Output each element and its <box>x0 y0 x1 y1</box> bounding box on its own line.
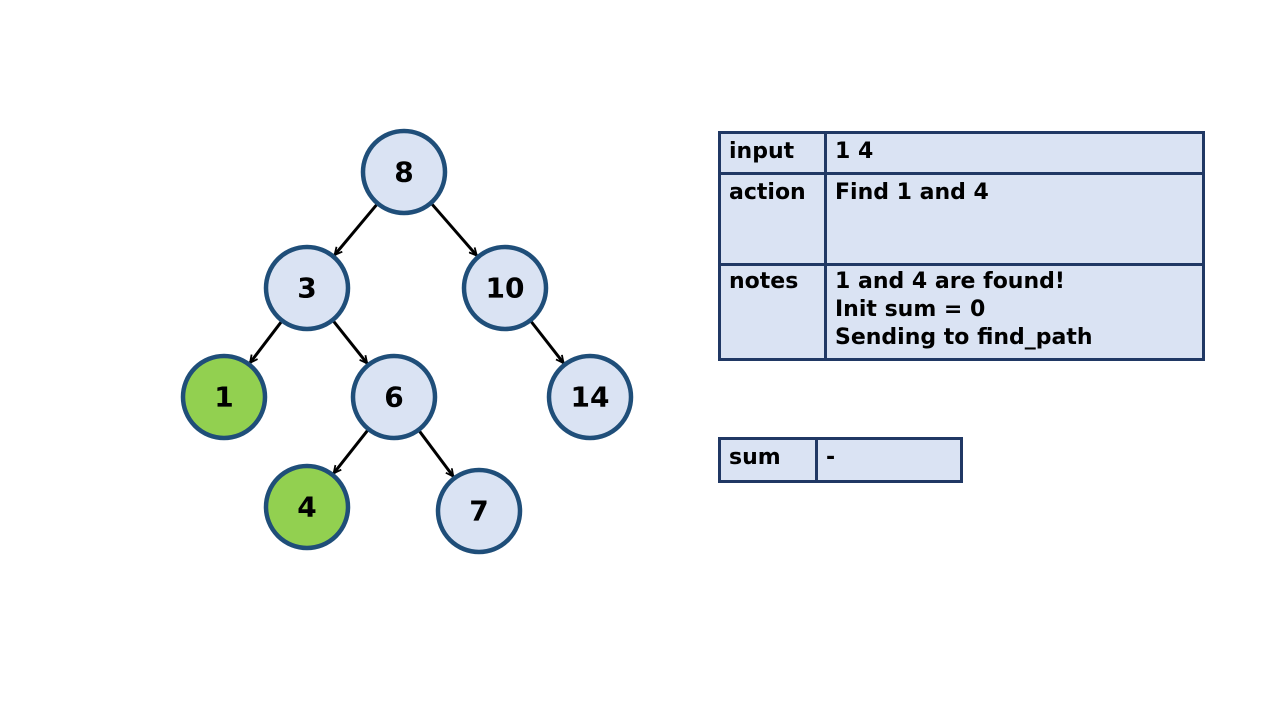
node-label: 7 <box>469 495 488 528</box>
node-circle <box>263 244 351 332</box>
node-label: 3 <box>297 272 316 305</box>
tree-node-7: 7 <box>435 467 523 555</box>
edge-n3-n1 <box>250 320 283 362</box>
node-circle <box>360 128 448 216</box>
tree-node-14: 14 <box>546 353 634 441</box>
sum-table: sum - <box>718 437 963 483</box>
input-value: 1 4 <box>824 131 1205 175</box>
state-row-action: action Find 1 and 4 <box>718 172 1205 266</box>
node-circle <box>350 353 438 441</box>
node-label: 10 <box>486 272 525 305</box>
node-circle <box>435 467 523 555</box>
tree-node-8: 8 <box>360 128 448 216</box>
tree-node-3: 3 <box>263 244 351 332</box>
input-key: input <box>718 131 827 175</box>
tree-edges <box>250 202 564 477</box>
sum-row: sum - <box>718 437 963 483</box>
node-label: 8 <box>394 156 413 189</box>
notes-value: 1 and 4 are found! Init sum = 0 Sending … <box>824 263 1205 361</box>
node-circle <box>263 463 351 551</box>
note-line-sending: Sending to find_path <box>835 325 1093 350</box>
node-label: 4 <box>297 491 316 524</box>
notes-key: notes <box>718 263 827 361</box>
sum-value: - <box>815 437 963 483</box>
state-row-input: input 1 4 <box>718 131 1205 175</box>
node-label: 14 <box>571 381 610 414</box>
node-label: 6 <box>384 381 403 414</box>
state-row-notes: notes 1 and 4 are found! Init sum = 0 Se… <box>718 263 1205 361</box>
edge-n3-n6 <box>332 319 367 364</box>
tree-node-10: 10 <box>461 244 549 332</box>
action-value: Find 1 and 4 <box>824 172 1205 266</box>
tree-node-4: 4 <box>263 463 351 551</box>
state-table: input 1 4 action Find 1 and 4 notes 1 an… <box>718 131 1205 361</box>
note-line-init-sum: Init sum = 0 <box>835 297 986 322</box>
action-key: action <box>718 172 827 266</box>
edge-n8-n10 <box>430 202 477 256</box>
node-circle <box>180 353 268 441</box>
node-circle <box>461 244 549 332</box>
node-circle <box>546 353 634 441</box>
sum-key: sum <box>718 437 818 483</box>
edge-n10-n14 <box>529 320 564 363</box>
tree-node-1: 1 <box>180 353 268 441</box>
note-line-found: 1 and 4 are found! <box>835 269 1065 294</box>
tree-node-6: 6 <box>350 353 438 441</box>
edge-n6-n7 <box>417 429 453 477</box>
edge-n8-n3 <box>335 203 379 255</box>
tree-nodes: 8 3 10 1 6 14 4 7 <box>180 128 634 555</box>
edge-n6-n4 <box>334 429 370 473</box>
node-label: 1 <box>214 381 233 414</box>
